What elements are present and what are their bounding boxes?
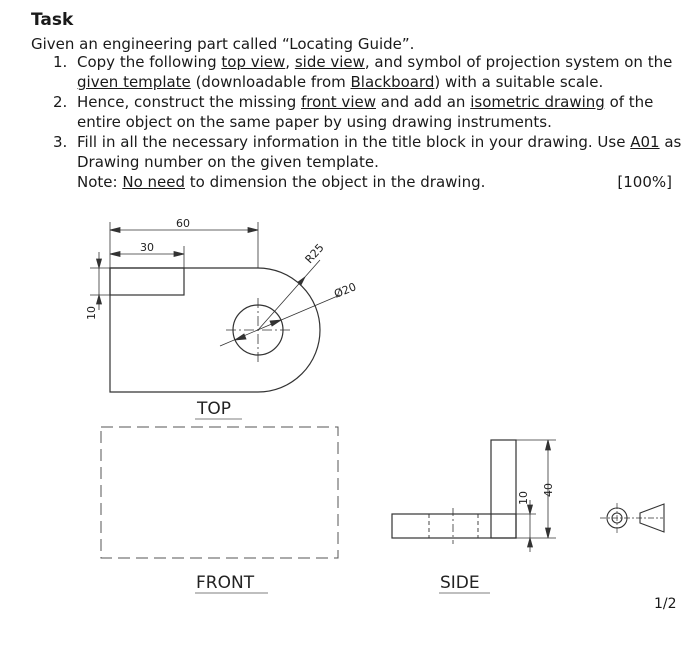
step-text: Fill in all the necessary information in… xyxy=(77,133,631,151)
dim-label-10-side: 10 xyxy=(517,491,530,505)
step-text: , and symbol of projection system on the xyxy=(364,53,673,71)
leader-r25 xyxy=(257,259,321,331)
step-text: (downloadable from xyxy=(190,73,351,91)
step-text: ) with a suitable scale. xyxy=(434,73,604,91)
top-view xyxy=(109,267,321,393)
underlined-term: side view xyxy=(294,53,365,71)
dim-label-dia20: Ø20 xyxy=(332,280,358,301)
label-front: FRONT xyxy=(196,573,255,593)
blackboard-link[interactable]: Blackboard xyxy=(350,73,435,91)
step-text: , xyxy=(285,53,295,71)
weight-percent: [100%] xyxy=(617,173,672,191)
underlined-term: top view xyxy=(221,53,286,71)
step-number: 2. xyxy=(53,93,68,111)
step-number: 1. xyxy=(53,53,68,71)
side-dim-labels: 10 40 xyxy=(517,483,555,505)
step-number: 3. xyxy=(53,133,68,151)
step-1: 1. Copy the following top view, side view… xyxy=(31,52,686,92)
note-label: Note: xyxy=(77,173,118,191)
note-text: to dimension the object in the drawing. xyxy=(185,173,486,191)
step-text: Hence, construct the missing xyxy=(77,93,301,111)
side-view xyxy=(391,439,517,544)
task-steps: 1. Copy the following top view, side view… xyxy=(31,52,686,192)
step-text: of the entire object on the same paper b… xyxy=(77,93,654,131)
underlined-term: front view xyxy=(300,93,376,111)
page-number: 1/2 xyxy=(654,596,677,612)
label-top: TOP xyxy=(196,399,231,419)
dim-label-40: 40 xyxy=(542,483,555,497)
underlined-term: A01 xyxy=(630,133,660,151)
step-2: 2. Hence, construct the missing front vie… xyxy=(31,92,686,132)
view-labels: TOP FRONT SIDE xyxy=(196,399,480,593)
dim-label-10-top: 10 xyxy=(85,306,98,320)
side-base xyxy=(391,513,517,539)
underlined-term: isometric drawing xyxy=(470,93,605,111)
side-dimensions xyxy=(516,439,556,552)
step-3: 3. Fill in all the necessary information … xyxy=(31,132,686,172)
top-view-outline xyxy=(109,267,321,393)
dim-label-60: 60 xyxy=(176,217,190,230)
task-intro: Given an engineering part called “Locati… xyxy=(31,35,415,53)
step-text: Copy the following xyxy=(77,53,222,71)
dimension-lines xyxy=(90,222,341,347)
front-view-placeholder xyxy=(100,426,339,559)
projection-symbol-icon xyxy=(600,503,665,533)
dim-label-r25: R25 xyxy=(303,241,327,266)
side-upright xyxy=(490,439,517,539)
task-title: Task xyxy=(31,10,74,30)
underlined-term: given template xyxy=(77,73,191,91)
note-row: Note: No need to dimension the object in… xyxy=(31,172,686,192)
dim-label-30: 30 xyxy=(140,241,154,254)
underlined-term: No need xyxy=(122,173,185,191)
step-text: and add an xyxy=(375,93,471,111)
step-text: as Drawing number on the given template. xyxy=(77,133,682,171)
label-side: SIDE xyxy=(440,573,480,593)
top-view-slot xyxy=(109,267,185,296)
